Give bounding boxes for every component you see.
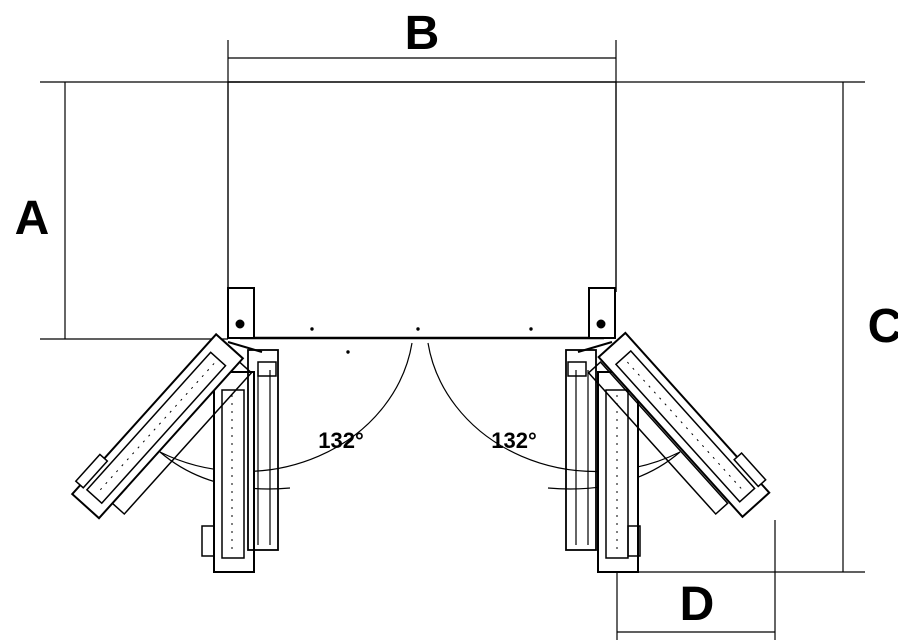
left-hinge-link <box>227 341 263 353</box>
cabinet-body <box>227 81 617 354</box>
left-door-leaf-open <box>70 332 253 520</box>
dimension-a-label: A <box>15 192 50 245</box>
left-hinge <box>227 287 255 339</box>
dimension-d-line <box>616 520 776 640</box>
right-hinge <box>588 287 616 339</box>
right-door-angle-label: 132° <box>491 428 537 453</box>
right-hinge-link <box>577 341 613 353</box>
dimension-d-label: D <box>680 578 715 631</box>
right-door-leaf-open <box>587 331 771 519</box>
dimension-b-label: B <box>405 7 440 60</box>
left-door-angle-label: 132° <box>318 428 364 453</box>
dimension-c-line <box>612 81 865 573</box>
left-door-leaf-vertical <box>201 349 279 573</box>
dimension-b-line <box>227 40 617 83</box>
dimension-a-line <box>40 81 228 340</box>
left-door-swing-arc <box>159 342 413 473</box>
dimension-c-label: C <box>868 300 898 353</box>
